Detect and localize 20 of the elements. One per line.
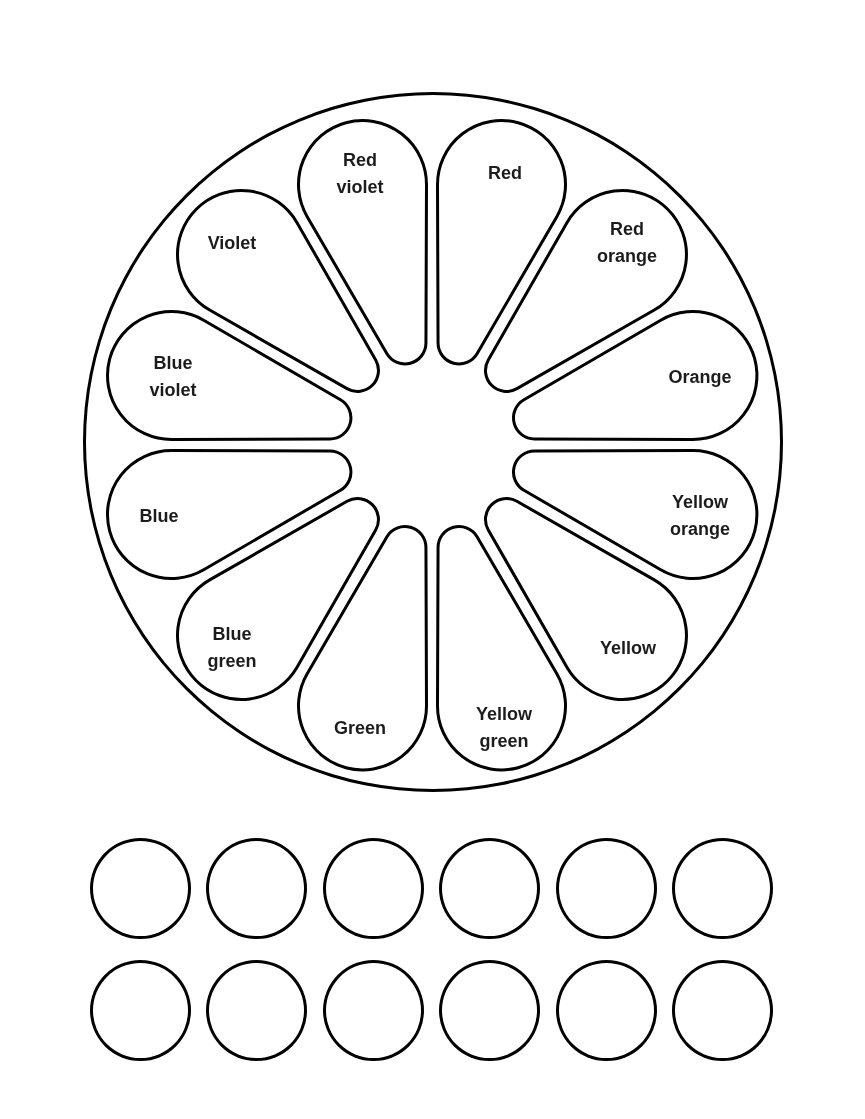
petal-shape	[105, 449, 353, 581]
petal-label: Red	[488, 161, 522, 185]
petal-label: Red orange	[597, 218, 657, 268]
petal-label: Blue green	[207, 623, 257, 673]
petal-label: Blue violet	[149, 352, 197, 402]
petal-shape	[105, 309, 353, 441]
petal-label: Yellow	[599, 636, 656, 660]
petal-label: Red violet	[336, 149, 384, 199]
petal-shape	[511, 309, 759, 441]
petal-label: Yellow orange	[670, 491, 730, 541]
petal-shape	[436, 524, 568, 772]
petal-shape	[436, 118, 568, 366]
petal-label: Violet	[207, 231, 257, 255]
petal-shape	[511, 449, 759, 581]
petal-label: Yellow green	[475, 703, 532, 753]
petal-shape	[296, 524, 428, 772]
petal-label: Orange	[668, 365, 732, 389]
petal-label: Blue	[139, 504, 179, 528]
petal-shape	[296, 118, 428, 366]
petal-label: Green	[333, 716, 386, 740]
